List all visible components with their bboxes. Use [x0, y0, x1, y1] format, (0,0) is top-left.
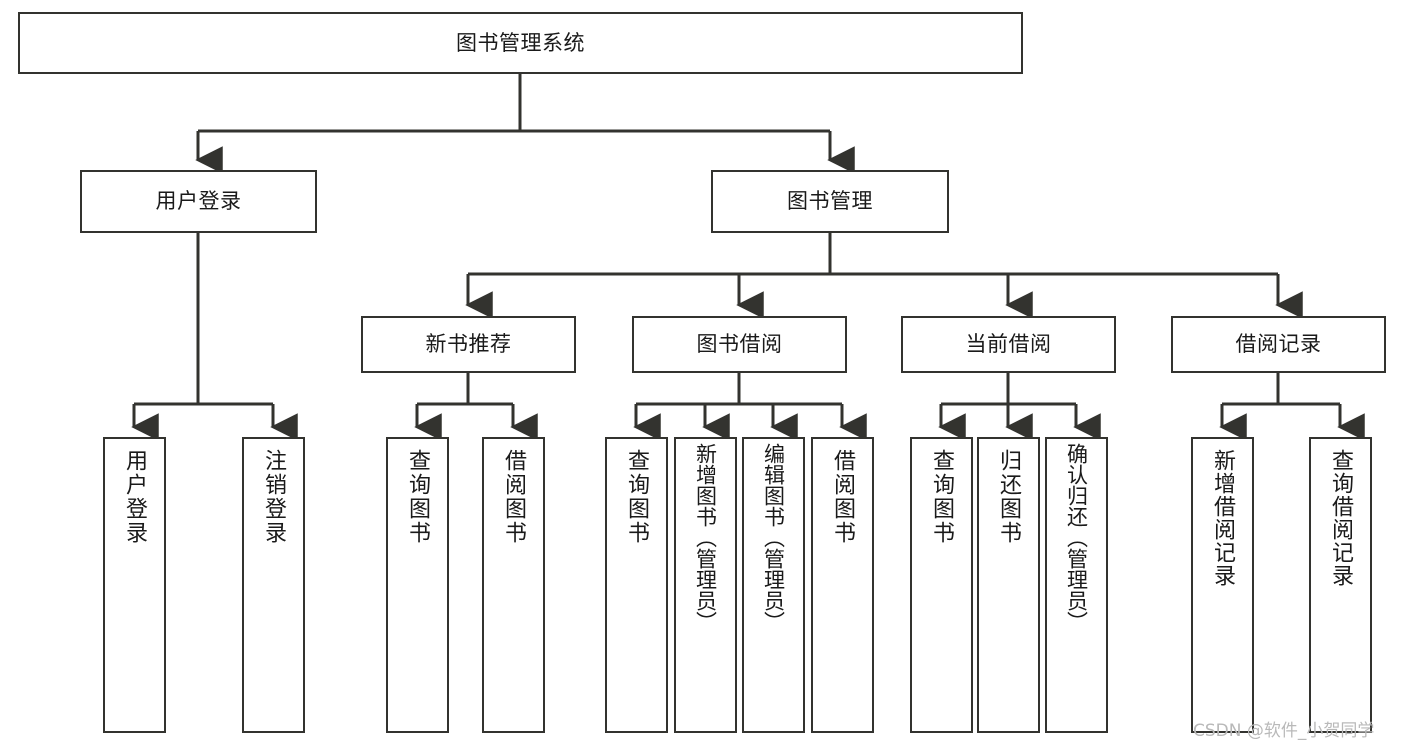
node-leaf-return-book-label: 归还图书 [996, 449, 1022, 545]
node-leaf-user-login-label: 用户登录 [122, 449, 148, 545]
node-leaf-query-book-1[interactable]: 查询图书 [386, 437, 449, 733]
node-leaf-confirm-return[interactable]: 确认归还（管理员） [1045, 437, 1108, 733]
node-leaf-add-record-label: 新增借阅记录 [1210, 449, 1236, 587]
node-leaf-query-book-3-label: 查询图书 [929, 449, 955, 545]
node-leaf-add-book-label: 新增图书（管理员） [693, 443, 718, 632]
node-leaf-borrow-book-1[interactable]: 借阅图书 [482, 437, 545, 733]
node-book-borrow-label: 图书借阅 [696, 332, 783, 357]
node-user-login-label: 用户登录 [155, 189, 242, 214]
node-user-login[interactable]: 用户登录 [80, 170, 317, 233]
node-book-borrow[interactable]: 图书借阅 [632, 316, 847, 373]
node-leaf-add-book[interactable]: 新增图书（管理员） [674, 437, 737, 733]
node-borrow-record-label: 借阅记录 [1235, 332, 1322, 357]
node-leaf-query-book-2-label: 查询图书 [624, 449, 650, 545]
node-leaf-logout-login-label: 注销登录 [261, 449, 287, 545]
node-leaf-return-book[interactable]: 归还图书 [977, 437, 1040, 733]
node-leaf-edit-book-label: 编辑图书（管理员） [761, 443, 786, 632]
node-leaf-borrow-book-1-label: 借阅图书 [501, 449, 527, 545]
node-borrow-record[interactable]: 借阅记录 [1171, 316, 1386, 373]
node-leaf-query-record-label: 查询借阅记录 [1328, 449, 1354, 587]
node-book-management-label: 图书管理 [787, 189, 873, 214]
node-leaf-borrow-book-2[interactable]: 借阅图书 [811, 437, 874, 733]
node-leaf-confirm-return-label: 确认归还（管理员） [1064, 443, 1089, 632]
node-leaf-user-login[interactable]: 用户登录 [103, 437, 166, 733]
node-current-borrow[interactable]: 当前借阅 [901, 316, 1116, 373]
node-leaf-query-book-1-label: 查询图书 [405, 449, 431, 545]
node-leaf-query-record[interactable]: 查询借阅记录 [1309, 437, 1372, 733]
node-root-label: 图书管理系统 [456, 30, 585, 55]
node-book-management[interactable]: 图书管理 [711, 170, 949, 233]
node-root[interactable]: 图书管理系统 [18, 12, 1023, 74]
node-leaf-edit-book[interactable]: 编辑图书（管理员） [742, 437, 805, 733]
csdn-watermark: CSDN @软件_小贺同学 [1193, 721, 1375, 741]
node-current-borrow-label: 当前借阅 [965, 332, 1052, 357]
node-leaf-logout-login[interactable]: 注销登录 [242, 437, 305, 733]
node-new-book-recommend[interactable]: 新书推荐 [361, 316, 576, 373]
node-leaf-query-book-2[interactable]: 查询图书 [605, 437, 668, 733]
node-new-book-recommend-label: 新书推荐 [425, 332, 512, 357]
node-leaf-add-record[interactable]: 新增借阅记录 [1191, 437, 1254, 733]
node-leaf-borrow-book-2-label: 借阅图书 [830, 449, 856, 545]
node-leaf-query-book-3[interactable]: 查询图书 [910, 437, 973, 733]
